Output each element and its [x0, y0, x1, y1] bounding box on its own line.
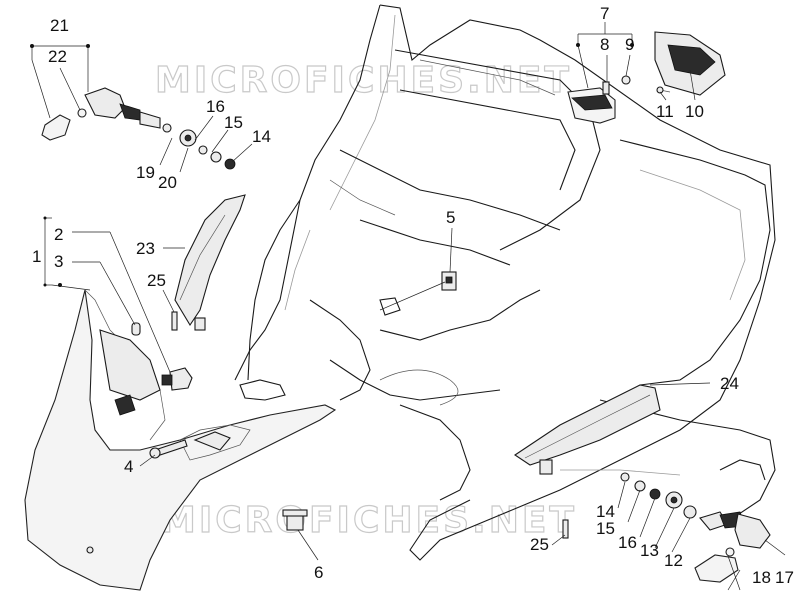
headlight-assembly — [24, 289, 337, 591]
label-part-4: 4 — [124, 457, 133, 476]
watermark-bottom: MICROFICHES.NET — [160, 500, 577, 541]
label-part-25-bottom: 25 — [530, 535, 549, 554]
leader-dots — [30, 43, 634, 287]
label-part-7: 7 — [600, 4, 609, 23]
bulb-2 — [131, 322, 141, 336]
leader-lines — [31, 22, 786, 591]
label-part-14-bottom: 14 — [596, 502, 615, 521]
label-part-21: 21 — [50, 16, 69, 35]
clip-5 — [441, 271, 457, 291]
label-part-14-top: 14 — [252, 127, 271, 146]
label-part-13: 13 — [640, 541, 659, 560]
left-turn-signal — [41, 87, 172, 141]
label-part-3: 3 — [54, 252, 63, 271]
label-part-15-top: 15 — [224, 113, 243, 132]
washer-nut-group-top — [179, 129, 236, 170]
label-part-25-top: 25 — [147, 271, 166, 290]
side-trim-23 — [174, 194, 246, 331]
part-labels: 21 22 16 15 14 19 20 7 8 9 11 10 2 1 3 2… — [32, 4, 794, 587]
label-part-2: 2 — [54, 225, 63, 244]
watermark-top: MICROFICHES.NET — [155, 60, 572, 101]
rear-light-assembly — [567, 31, 726, 124]
label-part-9: 9 — [625, 35, 634, 54]
right-turn-signal — [620, 472, 771, 583]
label-part-12: 12 — [664, 551, 683, 570]
label-part-20: 20 — [158, 173, 177, 192]
screw-25-top — [171, 311, 178, 331]
screw-4 — [149, 439, 188, 459]
label-part-16-top: 16 — [206, 97, 225, 116]
label-part-15-bottom: 15 — [596, 519, 615, 538]
label-part-16-bottom: 16 — [618, 533, 637, 552]
side-trim-24 — [514, 384, 661, 475]
label-part-18: 18 — [752, 568, 771, 587]
label-part-22: 22 — [48, 47, 67, 66]
label-part-5: 5 — [446, 208, 455, 227]
label-part-1: 1 — [32, 247, 41, 266]
label-part-19: 19 — [136, 163, 155, 182]
label-part-17: 17 — [775, 568, 794, 587]
screw-25-bottom — [562, 519, 569, 539]
label-part-6: 6 — [314, 563, 323, 582]
label-part-10: 10 — [685, 102, 704, 121]
bolt-6 — [282, 509, 308, 531]
label-part-8: 8 — [600, 35, 609, 54]
bulb-socket-3 — [161, 367, 193, 391]
front-shield-body — [234, 4, 776, 561]
label-part-11: 11 — [656, 102, 674, 121]
label-part-24: 24 — [720, 374, 739, 393]
label-part-23: 23 — [136, 239, 155, 258]
